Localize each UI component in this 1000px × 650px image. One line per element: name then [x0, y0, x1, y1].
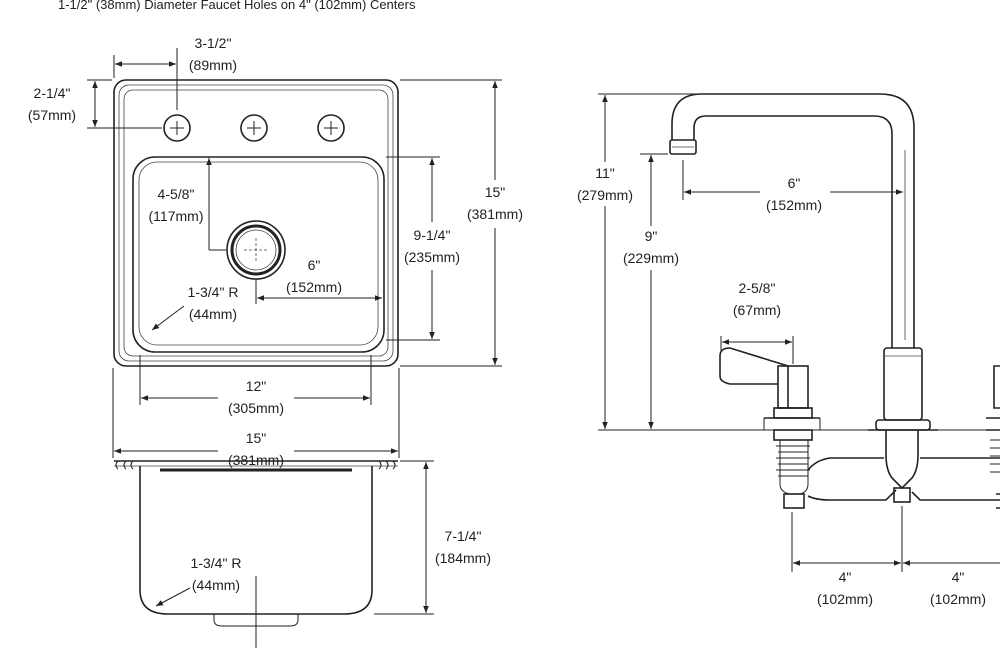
- svg-text:(102mm): (102mm): [817, 591, 873, 607]
- faucet-hole-right: [317, 114, 345, 142]
- svg-text:(44mm): (44mm): [189, 306, 237, 322]
- svg-text:(381mm): (381mm): [467, 206, 523, 222]
- dim-handle-length: 2-5/8": [739, 280, 776, 296]
- dim-overall-depth: 15": [485, 184, 506, 200]
- sink-bowl: [132, 156, 385, 353]
- dim-bowl-width: 12": [246, 378, 267, 394]
- handle-left: [719, 347, 821, 509]
- dim-hole-depth: 2-1/4": [34, 85, 71, 101]
- handle-right: [986, 365, 1000, 509]
- sink-side-view: 7-1/4" (184mm) 1-3/4" R (44mm): [114, 460, 491, 648]
- dim-corner-radius: 1-3/4" R: [188, 284, 239, 300]
- dim-overall-width: 15": [246, 430, 267, 446]
- spout-tip: [669, 139, 697, 155]
- svg-text:11": 11": [595, 165, 615, 181]
- faucet-elevation: 11" (279mm) 11" (279mm) 9" (229mm) 6" (1…: [570, 93, 1000, 607]
- svg-text:(381mm): (381mm): [228, 452, 284, 468]
- svg-text:(152mm): (152mm): [286, 279, 342, 295]
- dim-bowl-depth: 9-1/4": [414, 227, 451, 243]
- svg-text:(152mm): (152mm): [766, 197, 822, 213]
- svg-text:(44mm): (44mm): [192, 577, 240, 593]
- svg-text:(235mm): (235mm): [404, 249, 460, 265]
- svg-text:(184mm): (184mm): [435, 550, 491, 566]
- dim-bowl-height: 7-1/4": [445, 528, 482, 544]
- dim-center-right: 4": [952, 569, 965, 585]
- dim-spout-reach: 6": [788, 175, 801, 191]
- svg-text:(229mm): (229mm): [623, 250, 679, 266]
- faucet-hole-center: [240, 114, 268, 142]
- svg-text:(305mm): (305mm): [228, 400, 284, 416]
- dim-spout-height: 9": [645, 228, 658, 244]
- dim-drain-depth: 4-5/8": [158, 186, 195, 202]
- dim-drain-offset: 6": [308, 257, 321, 273]
- header-note: 1-1/2" (38mm) Diameter Faucet Holes on 4…: [58, 0, 416, 12]
- svg-text:(117mm): (117mm): [149, 208, 204, 224]
- svg-text:(279mm): (279mm): [577, 187, 633, 203]
- dim-center-left: 4": [839, 569, 852, 585]
- drain: [226, 220, 286, 280]
- svg-text:(57mm): (57mm): [28, 107, 76, 123]
- dim-side-corner-radius: 1-3/4" R: [191, 555, 242, 571]
- svg-text:(102mm): (102mm): [930, 591, 986, 607]
- faucet-hole-left: [163, 114, 191, 142]
- dim-hole-offset: 3-1/2": [195, 35, 232, 51]
- svg-text:(89mm): (89mm): [189, 57, 237, 73]
- sink-rim-outer: [113, 79, 399, 367]
- svg-text:(67mm): (67mm): [733, 302, 781, 318]
- sink-top-view: 3-1/2" (89mm) 2-1/4" (57mm) 15" (381mm) …: [28, 35, 526, 470]
